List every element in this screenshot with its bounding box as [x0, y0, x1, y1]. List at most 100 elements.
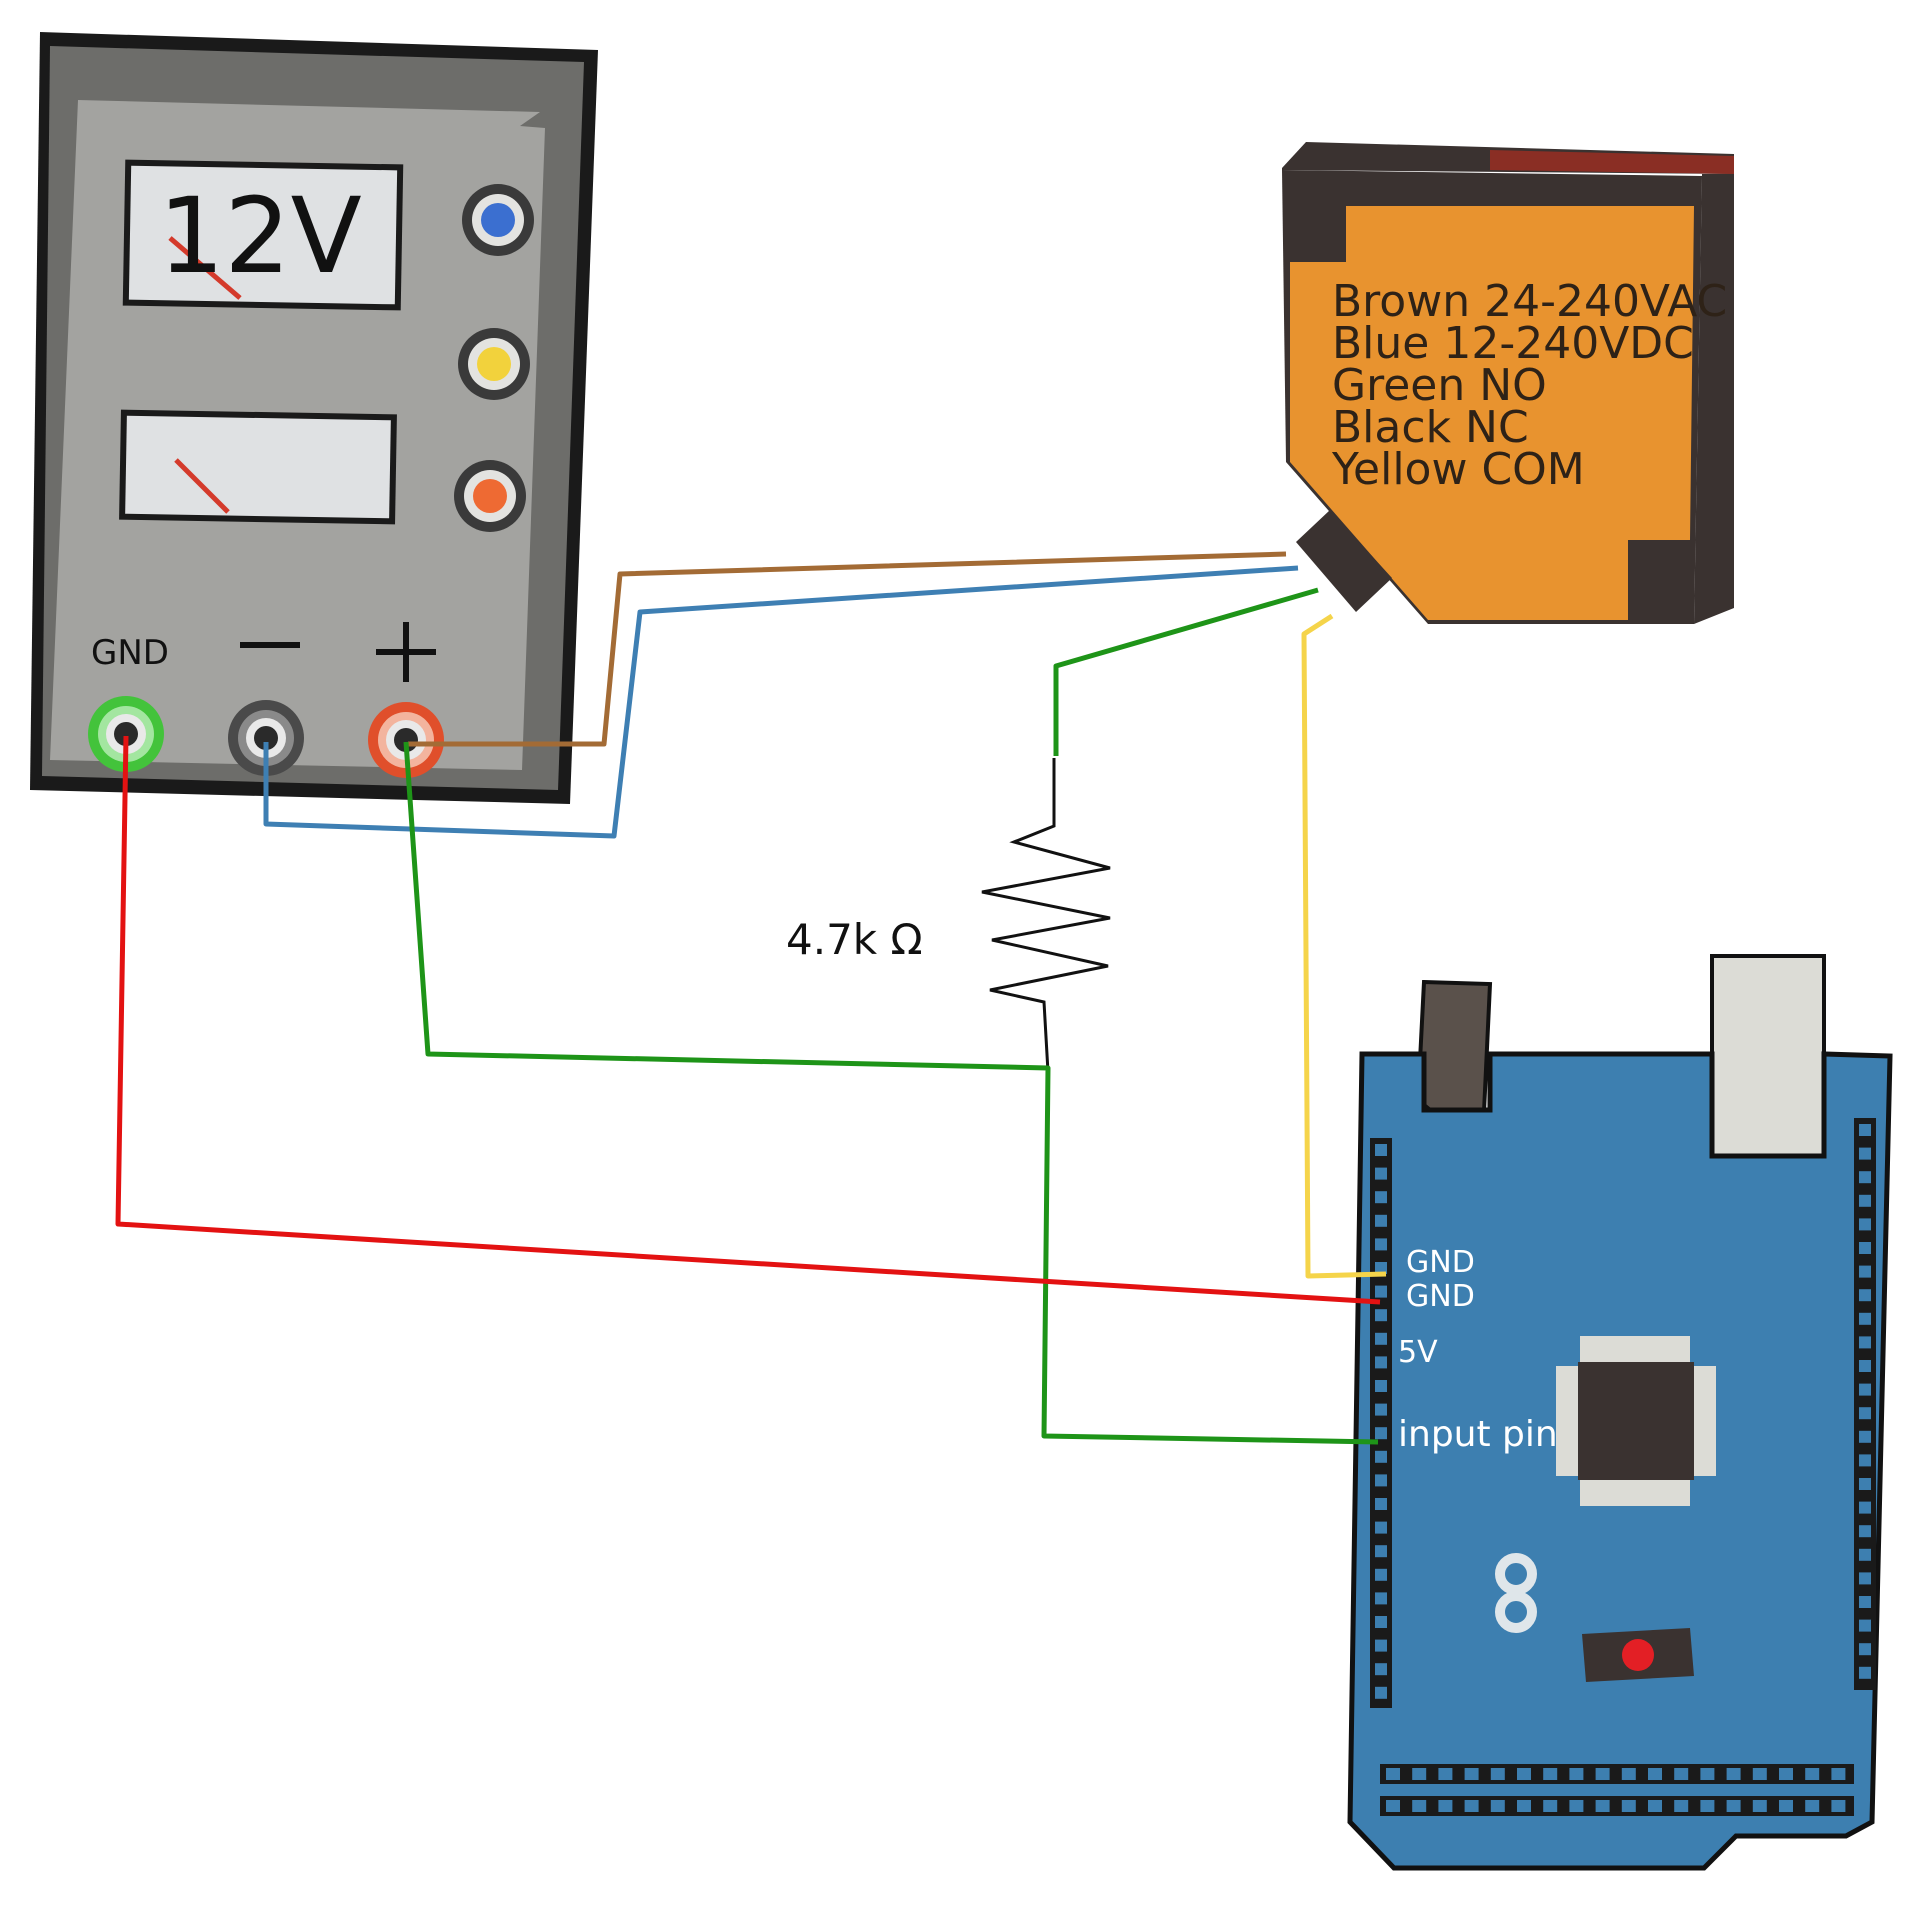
header-pin [1859, 1194, 1871, 1207]
header-pin [1831, 1768, 1846, 1780]
arduino-board: GND GND 5V input pin [1347, 954, 1893, 1871]
reset-button[interactable] [1582, 1628, 1694, 1682]
header-pin [1375, 1663, 1387, 1676]
header-pin [1859, 1312, 1871, 1325]
sensor-top-stripe [1490, 150, 1734, 174]
sensor-wire-label-green: Green NO [1332, 360, 1547, 411]
sensor-wire-label-brown: Brown 24-240VAC [1332, 276, 1727, 327]
usb-connector [1710, 954, 1826, 1158]
meter-display-label: 12V [158, 175, 361, 297]
header-pin [1859, 1218, 1871, 1231]
header-pin [1375, 1285, 1387, 1298]
header-pin [1375, 1427, 1387, 1440]
header-pin [1375, 1167, 1387, 1180]
header-pin [1595, 1768, 1610, 1780]
header-pin [1490, 1768, 1505, 1780]
header-pin [1752, 1768, 1767, 1780]
header-pin [1490, 1800, 1505, 1812]
resistor-label: 4.7k Ω [786, 915, 923, 964]
sensor-wire-label-blue: Blue 12-240VDC [1332, 318, 1694, 369]
microcontroller-chip [1556, 1336, 1716, 1506]
header-pin [1412, 1800, 1427, 1812]
header-pin [1375, 1568, 1387, 1581]
header-pin [1517, 1768, 1531, 1780]
header-pin [1543, 1768, 1558, 1780]
header-pin [1375, 1380, 1387, 1392]
header-pin [1859, 1265, 1871, 1278]
voltmeter-top: 12V [122, 159, 404, 311]
header-pin [1375, 1616, 1387, 1628]
header-pin [1464, 1800, 1479, 1812]
resistor-zigzag [981, 758, 1111, 1073]
pin-label-input: input pin [1398, 1414, 1558, 1455]
header-pin [1621, 1768, 1636, 1780]
header-pin [1779, 1800, 1793, 1812]
power-supply: 12V GND [30, 32, 598, 804]
sensor-wire-label-yellow: Yellow COM [1331, 444, 1585, 495]
knob-orange-icon[interactable] [454, 460, 526, 532]
header-pin [1859, 1666, 1871, 1679]
header-pin [1375, 1474, 1387, 1487]
wire-yellow [1301, 613, 1387, 1279]
terminal-minus-icon[interactable] [228, 700, 304, 776]
ammeter-bottom [119, 409, 397, 525]
header-pin [1386, 1800, 1400, 1812]
header-pin [1375, 1545, 1387, 1558]
header-pin [1543, 1800, 1558, 1812]
header-pin [1726, 1768, 1741, 1780]
header-pin [1859, 1454, 1871, 1467]
header-pin [1648, 1768, 1662, 1780]
terminal-label-gnd: GND [91, 633, 169, 673]
header-pin [1859, 1548, 1871, 1561]
header-pin [1464, 1768, 1479, 1780]
wire-red [115, 735, 1381, 1305]
header-pin [1859, 1430, 1871, 1443]
header-pin [1859, 1147, 1871, 1160]
header-pin [1648, 1800, 1662, 1812]
header-pin [1859, 1572, 1871, 1585]
right-header [1854, 1118, 1876, 1690]
header-pin [1674, 1800, 1689, 1812]
header-pin [1438, 1800, 1453, 1812]
header-pin [1859, 1643, 1871, 1656]
header-pin [1375, 1592, 1387, 1605]
wire-green-resistor-to-input [403, 741, 1379, 1445]
header-pin [1859, 1407, 1871, 1420]
header-pin [1859, 1619, 1871, 1632]
header-pin [1859, 1360, 1871, 1372]
header-pin [1859, 1242, 1871, 1254]
header-pin [1375, 1332, 1387, 1345]
header-pin [1859, 1124, 1871, 1136]
terminal-gnd-icon[interactable] [88, 696, 164, 772]
resistor: 4.7k Ω [786, 758, 1111, 1073]
header-pin [1375, 1403, 1387, 1416]
header-pin [1859, 1501, 1871, 1514]
knob-blue-icon[interactable] [462, 184, 534, 256]
arduino-logo-icon [1495, 1553, 1537, 1633]
header-pin [1805, 1800, 1820, 1812]
header-pin [1386, 1768, 1400, 1780]
header-pin [1859, 1336, 1871, 1349]
wire-brown [408, 551, 1287, 747]
sensor-wire-label-black: Black NC [1332, 402, 1529, 453]
header-pin [1805, 1768, 1820, 1780]
wire-green-sensor-to-resistor [1053, 587, 1319, 756]
header-pin [1831, 1800, 1846, 1812]
pin-label-gnd-1: GND [1406, 1245, 1475, 1280]
dc-jack [1415, 979, 1493, 1121]
header-pin [1375, 1521, 1387, 1534]
sensor-side [1694, 174, 1734, 624]
pin-label-gnd-2: GND [1406, 1279, 1475, 1314]
header-pin [1517, 1800, 1531, 1812]
header-pin [1752, 1800, 1767, 1812]
header-pin [1621, 1800, 1636, 1812]
pin-label-5v: 5V [1398, 1335, 1438, 1370]
header-pin [1375, 1309, 1387, 1322]
header-pin [1700, 1768, 1715, 1780]
knob-yellow-icon[interactable] [458, 328, 530, 400]
header-pin [1859, 1525, 1871, 1538]
header-pin [1859, 1478, 1871, 1490]
header-pin [1569, 1768, 1584, 1780]
header-pin [1375, 1639, 1387, 1652]
